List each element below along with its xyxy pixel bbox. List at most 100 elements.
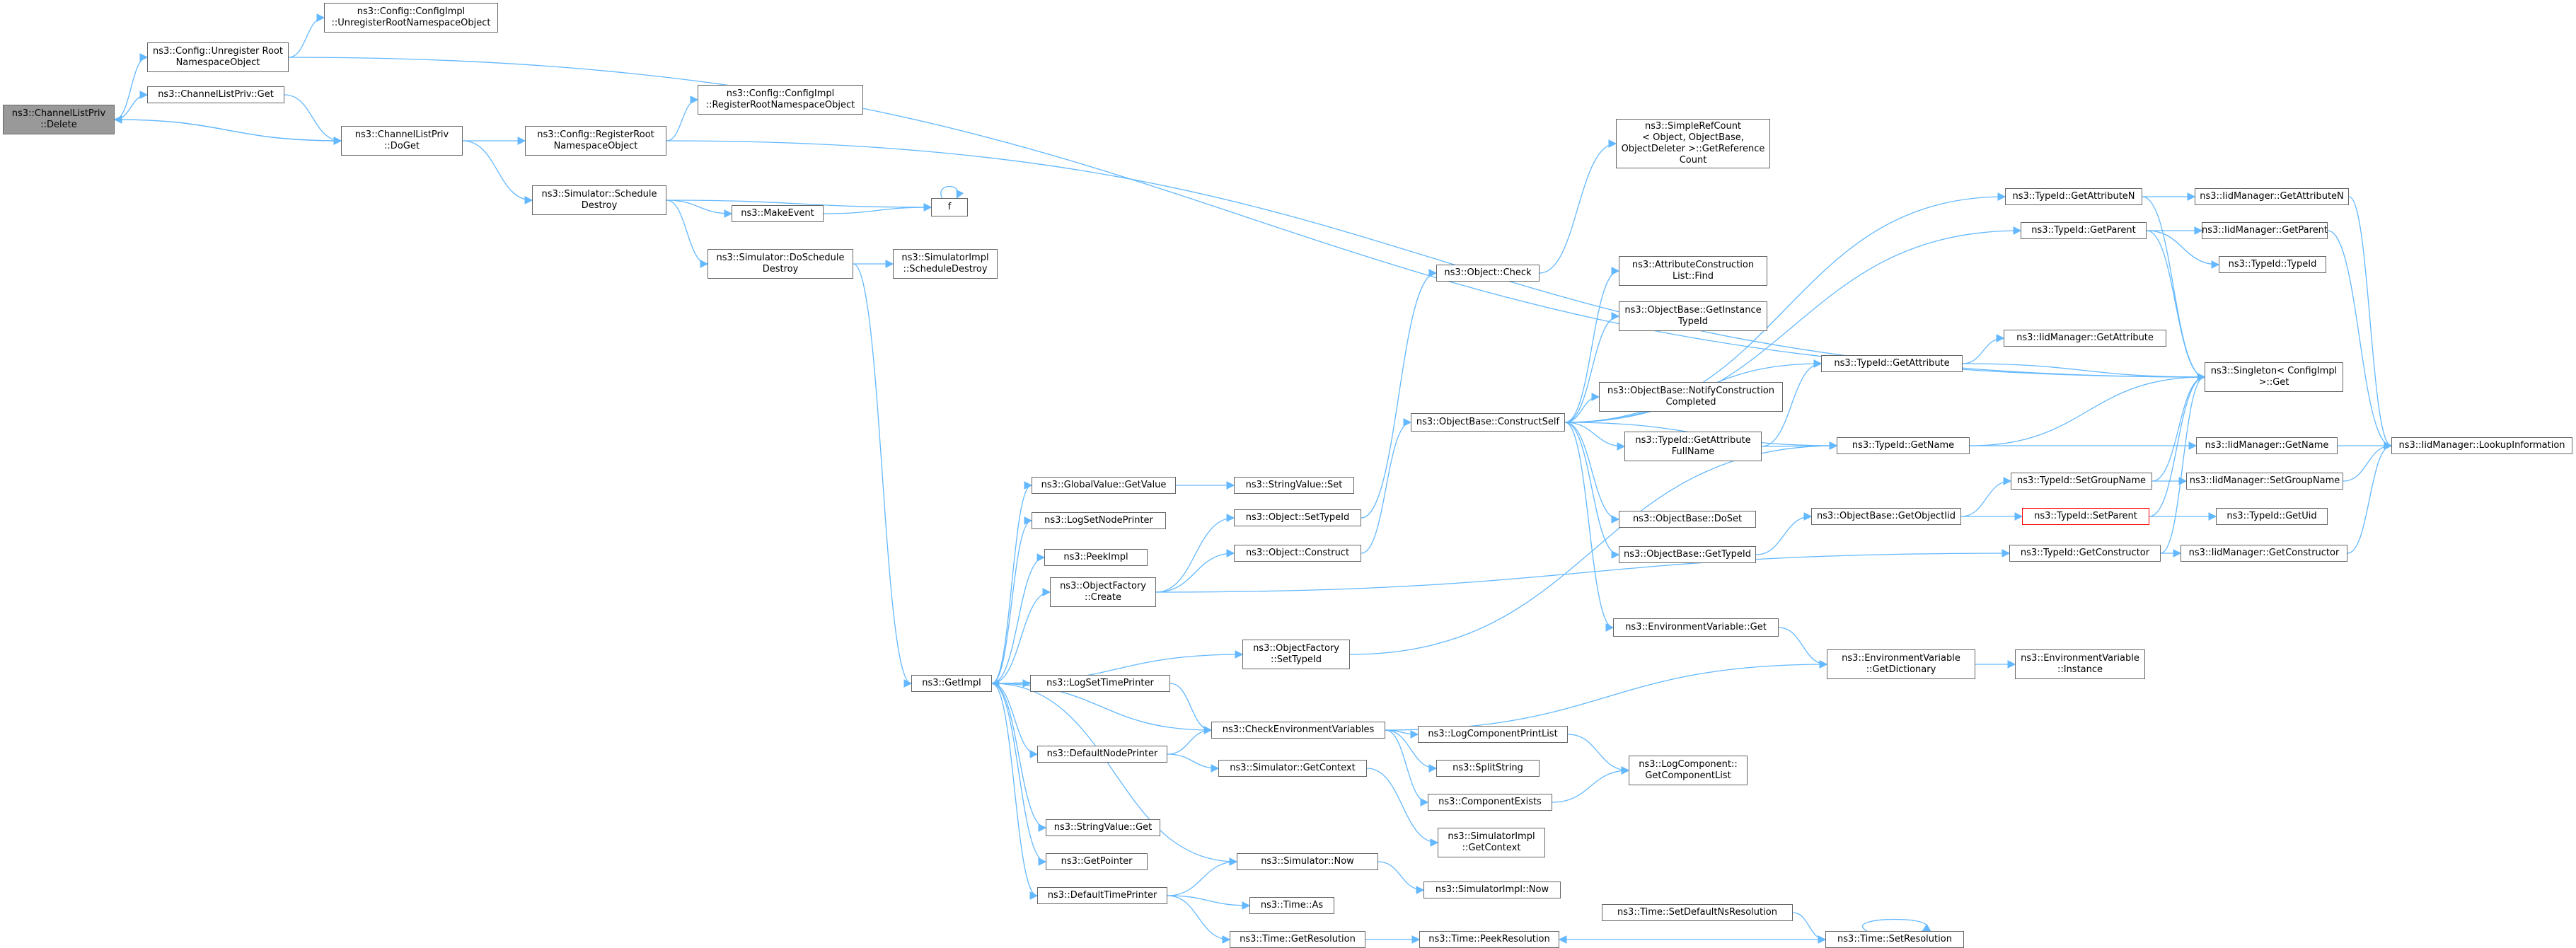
graph-node-env-inst[interactable]: ns3::EnvironmentVariable::Instance <box>2015 649 2145 679</box>
graph-node-sim-now[interactable]: ns3::Simulator::Now <box>1237 853 1378 870</box>
graph-node-env-getdict[interactable]: ns3::EnvironmentVariable::GetDictionary <box>1827 649 1975 679</box>
graph-edge-getimpl-to-log-setnode <box>991 516 1033 684</box>
graph-edge-iid-getctor-to-iid-lookup <box>2347 441 2393 554</box>
graph-node-tid-getuid[interactable]: ns3::TypeId::GetUid <box>2216 508 2328 525</box>
graph-node-singleton[interactable]: ns3::Singleton< ConfigImpl>::Get <box>2205 362 2343 392</box>
graph-node-iid-getname[interactable]: ns3::IidManager::GetName <box>2196 437 2338 454</box>
graph-node-obj-check[interactable]: ns3::Object::Check <box>1436 265 1540 282</box>
graph-node-time-setdefns[interactable]: ns3::Time::SetDefaultNsResolution <box>1602 904 1793 921</box>
graph-node-def-time[interactable]: ns3::DefaultTimePrinter <box>1037 887 1167 904</box>
graph-node-iid-lookup[interactable]: ns3::IidManager::LookupInformation <box>2391 437 2572 454</box>
graph-node-obj-settid[interactable]: ns3::Object::SetTypeId <box>1234 509 1361 526</box>
graph-node-unreg-impl[interactable]: ns3::Config::ConfigImpl::UnregisterRootN… <box>324 3 498 33</box>
graph-node-comp-exists[interactable]: ns3::ComponentExists <box>1428 794 1552 811</box>
graph-node-time-as[interactable]: ns3::Time::As <box>1249 897 1334 914</box>
graph-node-label: ns3::LogComponent:: <box>1639 759 1738 770</box>
graph-node-obj-construct[interactable]: ns3::Object::Construct <box>1234 545 1361 562</box>
graph-node-srcount[interactable]: ns3::SimpleRefCount< Object, ObjectBase,… <box>1616 119 1770 168</box>
graph-edge-doget-to-sim-sched <box>462 140 533 204</box>
graph-node-label: ns3::Object::Check <box>1444 267 1532 278</box>
graph-edge-unreg-cfg-to-unreg-impl <box>288 13 325 58</box>
graph-node-label: >::Get <box>2258 377 2289 388</box>
graph-node-time-peekres[interactable]: ns3::Time::PeekResolution <box>1419 931 1559 948</box>
graph-node-label: Destroy <box>581 200 618 211</box>
graph-node-time-setres[interactable]: ns3::Time::SetResolution <box>1825 931 1964 948</box>
graph-node-doget[interactable]: ns3::ChannelListPriv::DoGet <box>341 126 463 156</box>
graph-node-iid-getparent[interactable]: ns3::IidManager::GetParent <box>2202 222 2328 239</box>
graph-edge-obj-construct-to-ob-construct <box>1361 418 1412 554</box>
graph-node-tid-getname[interactable]: ns3::TypeId::GetName <box>1837 437 1970 454</box>
graph-node-tid-getattr[interactable]: ns3::TypeId::GetAttribute <box>1821 355 1963 372</box>
graph-node-label: ns3::DefaultNodePrinter <box>1046 748 1158 759</box>
graph-node-clp-get[interactable]: ns3::ChannelListPriv::Get <box>147 86 284 103</box>
graph-node-peekimpl[interactable]: ns3::PeekImpl <box>1044 549 1148 566</box>
graph-edge-of-create-to-obj-settid <box>1155 514 1235 593</box>
graph-node-label: ns3::SimulatorImpl <box>901 253 989 263</box>
graph-node-logcomp-print[interactable]: ns3::LogComponentPrintList <box>1418 726 1568 743</box>
graph-node-def-node[interactable]: ns3::DefaultNodePrinter <box>1037 746 1167 763</box>
graph-node-simimpl-sched[interactable]: ns3::SimulatorImpl::ScheduleDestroy <box>893 249 998 279</box>
graph-node-of-settid[interactable]: ns3::ObjectFactory::SetTypeId <box>1242 640 1350 669</box>
graph-node-delete[interactable]: ns3::ChannelListPriv::Delete <box>3 105 115 134</box>
graph-node-iid-getctor[interactable]: ns3::IidManager::GetConstructor <box>2181 545 2347 562</box>
graph-node-ob-construct[interactable]: ns3::ObjectBase::ConstructSelf <box>1411 413 1565 432</box>
graph-node-time-getres[interactable]: ns3::Time::GetResolution <box>1230 931 1365 948</box>
graph-node-ob-gettid[interactable]: ns3::ObjectBase::GetTypeId <box>1619 546 1756 563</box>
graph-node-ob-getoid[interactable]: ns3::ObjectBase::GetObjectIid <box>1811 508 1961 525</box>
graph-edge-of-create-to-obj-construct <box>1155 549 1235 593</box>
graph-edge-ob-construct-to-env-get <box>1564 422 1615 632</box>
graph-edge-ob-construct-to-tid-getattrfull <box>1564 422 1626 451</box>
graph-node-ob-doset[interactable]: ns3::ObjectBase::DoSet <box>1619 511 1756 528</box>
graph-node-f[interactable]: f <box>931 198 968 216</box>
graph-edge-getimpl-to-def-time <box>991 683 1039 900</box>
graph-node-tid-typeid[interactable]: ns3::TypeId::TypeId <box>2219 256 2326 273</box>
graph-node-tid-getparent[interactable]: ns3::TypeId::GetParent <box>2021 222 2147 239</box>
graph-node-iid-setgroup[interactable]: ns3::IidManager::SetGroupName <box>2186 473 2343 490</box>
graph-node-label: ns3::Config::ConfigImpl <box>357 6 466 17</box>
graph-node-simimpl-now[interactable]: ns3::SimulatorImpl::Now <box>1423 881 1561 898</box>
graph-node-label: ns3::Config::ConfigImpl <box>726 88 835 99</box>
graph-node-logcomp-getlist[interactable]: ns3::LogComponent::GetComponentList <box>1629 756 1748 785</box>
graph-node-label: ns3::ObjectBase::ConstructSelf <box>1416 417 1560 427</box>
graph-node-iid-getattr[interactable]: ns3::IidManager::GetAttribute <box>2004 330 2166 347</box>
graph-node-log-setnode[interactable]: ns3::LogSetNodePrinter <box>1032 512 1166 529</box>
graph-node-tid-setgroup[interactable]: ns3::TypeId::SetGroupName <box>2011 473 2152 490</box>
graph-node-label: ns3::Object::Construct <box>1245 548 1350 558</box>
graph-node-sim-getctx[interactable]: ns3::Simulator::GetContext <box>1218 760 1367 777</box>
graph-node-log-settime[interactable]: ns3::LogSetTimePrinter <box>1030 675 1170 692</box>
graph-node-tid-setparent[interactable]: ns3::TypeId::SetParent <box>2022 508 2149 525</box>
graph-node-label: ns3::LogSetTimePrinter <box>1046 678 1154 688</box>
graph-node-reg-impl[interactable]: ns3::Config::ConfigImpl::RegisterRootNam… <box>698 85 863 115</box>
graph-node-tid-getctor[interactable]: ns3::TypeId::GetConstructor <box>2009 545 2161 562</box>
graph-node-gv-getvalue[interactable]: ns3::GlobalValue::GetValue <box>1032 477 1176 494</box>
graph-node-label: ::GetContext <box>1462 843 1521 853</box>
graph-edge-reg-cfg-to-reg-impl <box>666 96 699 141</box>
graph-node-tid-getattrn[interactable]: ns3::TypeId::GetAttributeN <box>2005 188 2142 205</box>
graph-node-label: ns3::LogComponentPrintList <box>1428 729 1558 739</box>
graph-node-label: ns3::TypeId::TypeId <box>2228 259 2317 270</box>
graph-node-getpointer[interactable]: ns3::GetPointer <box>1046 853 1148 870</box>
graph-edge-iid-getparent-to-iid-lookup <box>2327 230 2393 450</box>
graph-node-simimpl-getctx[interactable]: ns3::SimulatorImpl::GetContext <box>1438 828 1545 857</box>
graph-edge-ob-construct-to-ob-gettid <box>1564 422 1620 559</box>
graph-node-of-create[interactable]: ns3::ObjectFactory::Create <box>1050 577 1156 607</box>
graph-node-makeevent[interactable]: ns3::MakeEvent <box>732 205 824 222</box>
graph-node-label: ns3::TypeId::GetAttribute <box>1834 358 1950 369</box>
graph-node-check-env[interactable]: ns3::CheckEnvironmentVariables <box>1211 722 1385 739</box>
graph-node-splitstring[interactable]: ns3::SplitString <box>1436 760 1540 777</box>
graph-node-env-get[interactable]: ns3::EnvironmentVariable::Get <box>1613 618 1779 637</box>
graph-node-sv-get[interactable]: ns3::StringValue::Get <box>1046 819 1160 836</box>
graph-edge-tid-getparent-to-singleton <box>2146 230 2206 381</box>
graph-node-label: ns3::TypeId::GetAttribute <box>1635 435 1751 446</box>
graph-node-sv-set[interactable]: ns3::StringValue::Set <box>1234 477 1354 494</box>
graph-node-iid-getattrn[interactable]: ns3::IidManager::GetAttributeN <box>2195 188 2349 205</box>
graph-node-getimpl[interactable]: ns3::GetImpl <box>911 675 992 692</box>
